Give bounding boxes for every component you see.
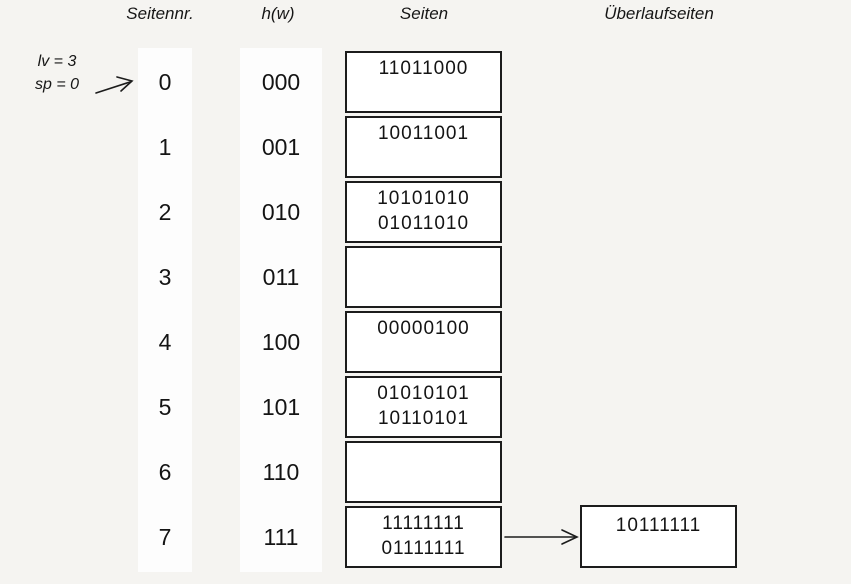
hash-column: 000 001 010 011 100 101 110 111 <box>240 51 322 568</box>
page-entry: 10101010 <box>377 188 470 209</box>
page-number: 7 <box>158 523 172 550</box>
page-cell-0: 11011000 <box>345 51 502 113</box>
page-entry: 11111111 <box>382 513 465 534</box>
hash-value: 101 <box>261 393 301 420</box>
overflow-arrow <box>504 529 579 545</box>
hash-value: 111 <box>263 523 299 550</box>
page-number: 0 <box>158 68 172 95</box>
page-entry: 01010101 <box>377 383 470 404</box>
overflow-page: 10111111 <box>580 505 737 568</box>
header-hw: h(w) <box>261 4 295 23</box>
sp-value: sp = 0 <box>34 76 80 93</box>
hash-value: 001 <box>261 133 301 160</box>
hash-value: 011 <box>262 263 300 290</box>
hash-strip <box>240 48 322 572</box>
page-number: 6 <box>158 458 172 485</box>
hash-value: 010 <box>261 198 301 225</box>
page-cell-7: 11111111 01111111 <box>345 506 502 568</box>
page-cell-6 <box>345 441 502 503</box>
header-seitennr: Seitennr. <box>126 4 194 23</box>
seitennr-strip <box>138 48 192 572</box>
seiten-column: 11011000 10011001 10101010 01011010 0000… <box>345 51 502 568</box>
page-cell-2: 10101010 01011010 <box>345 181 502 243</box>
seitennr-column: 0 1 2 3 4 5 6 7 <box>138 51 192 568</box>
hash-value: 100 <box>261 328 301 355</box>
hash-value: 000 <box>261 68 301 95</box>
page-number: 1 <box>158 133 172 160</box>
page-cell-5: 01010101 10110101 <box>345 376 502 438</box>
lv-value: lv = 3 <box>37 53 77 70</box>
page-number: 5 <box>158 393 172 420</box>
overflow-entry: 10111111 <box>615 515 702 536</box>
page-number: 4 <box>158 328 172 355</box>
page-cell-4: 00000100 <box>345 311 502 373</box>
state-annotation: lv = 3 sp = 0 <box>22 50 92 96</box>
page-entry: 11011000 <box>378 58 469 79</box>
page-entry: 10110101 <box>377 408 470 429</box>
page-number: 2 <box>158 198 172 225</box>
page-entry: 01111111 <box>381 538 466 559</box>
page-entry: 01011010 <box>377 213 470 234</box>
page-cell-1: 10011001 <box>345 116 502 178</box>
hash-value: 110 <box>262 458 300 485</box>
header-seiten: Seiten <box>399 4 449 23</box>
page-cell-3 <box>345 246 502 308</box>
page-entry: 10011001 <box>377 123 470 144</box>
sp-pointer-arrow <box>95 76 134 94</box>
page-entry: 00000100 <box>377 318 470 339</box>
header-ueberlaufseiten: Überlaufseiten <box>604 4 714 23</box>
page-number: 3 <box>158 263 172 290</box>
